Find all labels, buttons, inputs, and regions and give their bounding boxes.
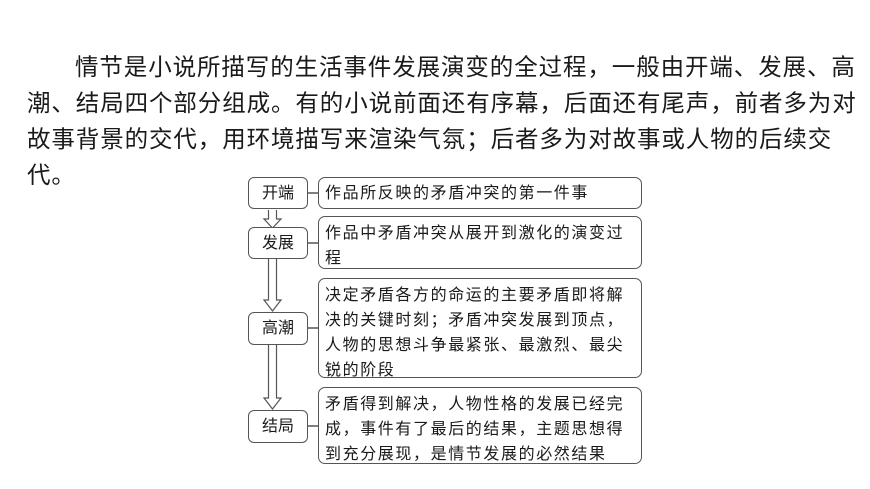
down-arrow-icon (262, 259, 283, 312)
stage-ending: 结局 (248, 410, 308, 443)
stage-climax-description: 决定矛盾各方的命运的主要矛盾即将解决的关键时刻；矛盾冲突发展到顶点，人物的思想斗… (318, 278, 642, 378)
down-arrow-icon (262, 345, 283, 410)
stage-ending-description: 矛盾得到解决，人物性格的发展已经完成，事件有了最后的结果，主题思想得到充分展现，… (318, 387, 642, 464)
intro-paragraph: 情节是小说所描写的生活事件发展演变的全过程，一般由开端、发展、高潮、结局四个部分… (27, 53, 857, 189)
down-arrow-icon (262, 210, 283, 229)
stage-start-description: 作品所反映的矛盾冲突的第一件事 (318, 177, 642, 209)
stage-development-description: 作品中矛盾冲突从展开到激化的演变过程 (318, 216, 642, 269)
stage-climax: 高潮 (248, 312, 308, 345)
stage-development: 发展 (248, 227, 308, 259)
stage-start: 开端 (248, 177, 308, 209)
